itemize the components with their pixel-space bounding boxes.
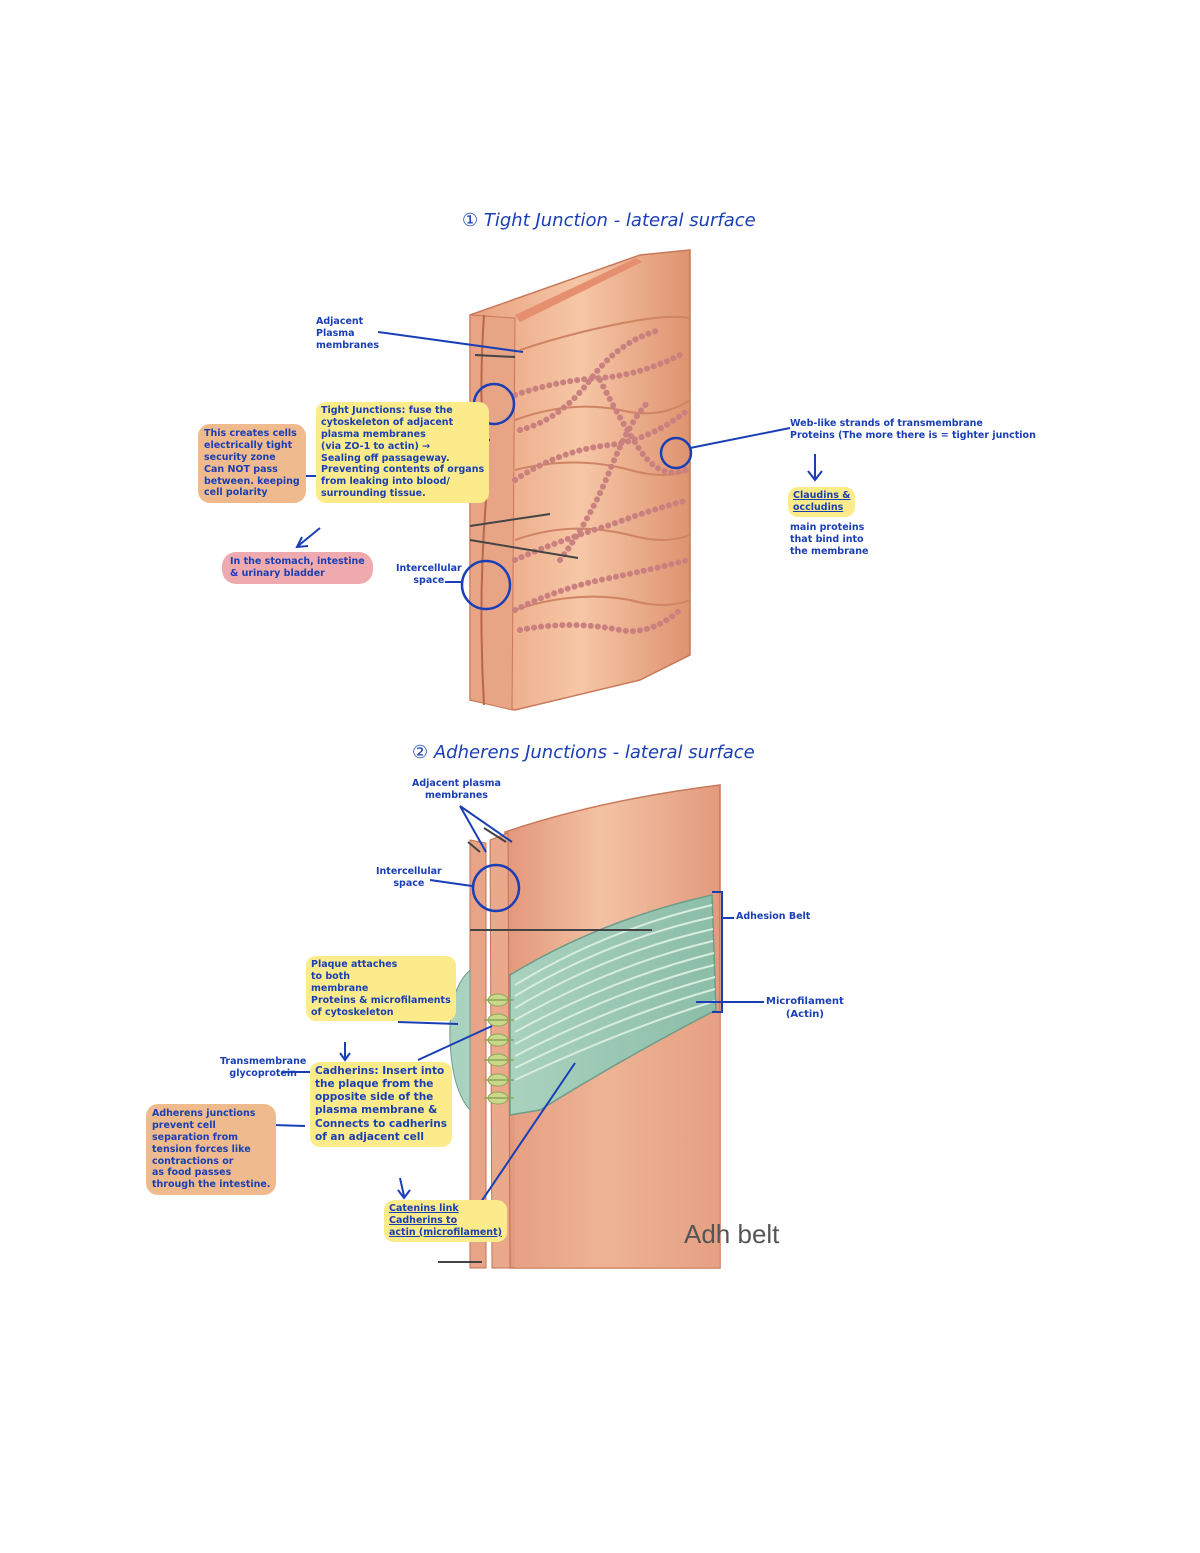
adherens-junction-illustration [239, 784, 764, 1269]
label-microfilament: Microfilament (Actin) [766, 996, 844, 1020]
label-adhesion-belt: Adhesion Belt [736, 911, 811, 922]
tight-junction-illustration [281, 249, 823, 711]
note-cadherins: Cadherins: Insert into the plaque from t… [310, 1062, 452, 1147]
label-intercellular-space-2: Intercellular space [376, 866, 442, 889]
label-adjacent-membranes-1: Adjacent Plasma membranes [316, 316, 379, 351]
note-adherens-function: Adherens junctions prevent cell separati… [146, 1104, 277, 1196]
note-plaque: Plaque attaches to both membrane Protein… [306, 956, 456, 1022]
note-tight-junctions: Tight Junctions: fuse the cytoskeleton o… [316, 402, 490, 503]
note-tight-seal: This creates cells electrically tight se… [198, 424, 306, 504]
figure2-title: ② Adherens Junctions - lateral surface [412, 742, 755, 763]
printed-label-fragment: Adh belt [684, 1219, 780, 1249]
note-catenins: Catenins link Cadherins to actin (microf… [384, 1200, 507, 1242]
label-transmembrane-glycoprotein: Transmembrane glycoprotein [220, 1056, 307, 1079]
label-main-proteins: main proteins that bind into the membran… [790, 522, 869, 557]
figure1-title: ① Tight Junction - lateral surface [462, 210, 756, 231]
label-intercellular-space-1: Intercellular space [396, 563, 462, 586]
note-found-in: In the stomach, intestine & urinary blad… [222, 552, 373, 584]
label-claudins-occludins: Claudins & occludins [788, 487, 856, 517]
label-web-strands: Web-like strands of transmembrane Protei… [790, 418, 1036, 441]
label-adjacent-membranes-2: Adjacent plasma membranes [412, 778, 501, 801]
